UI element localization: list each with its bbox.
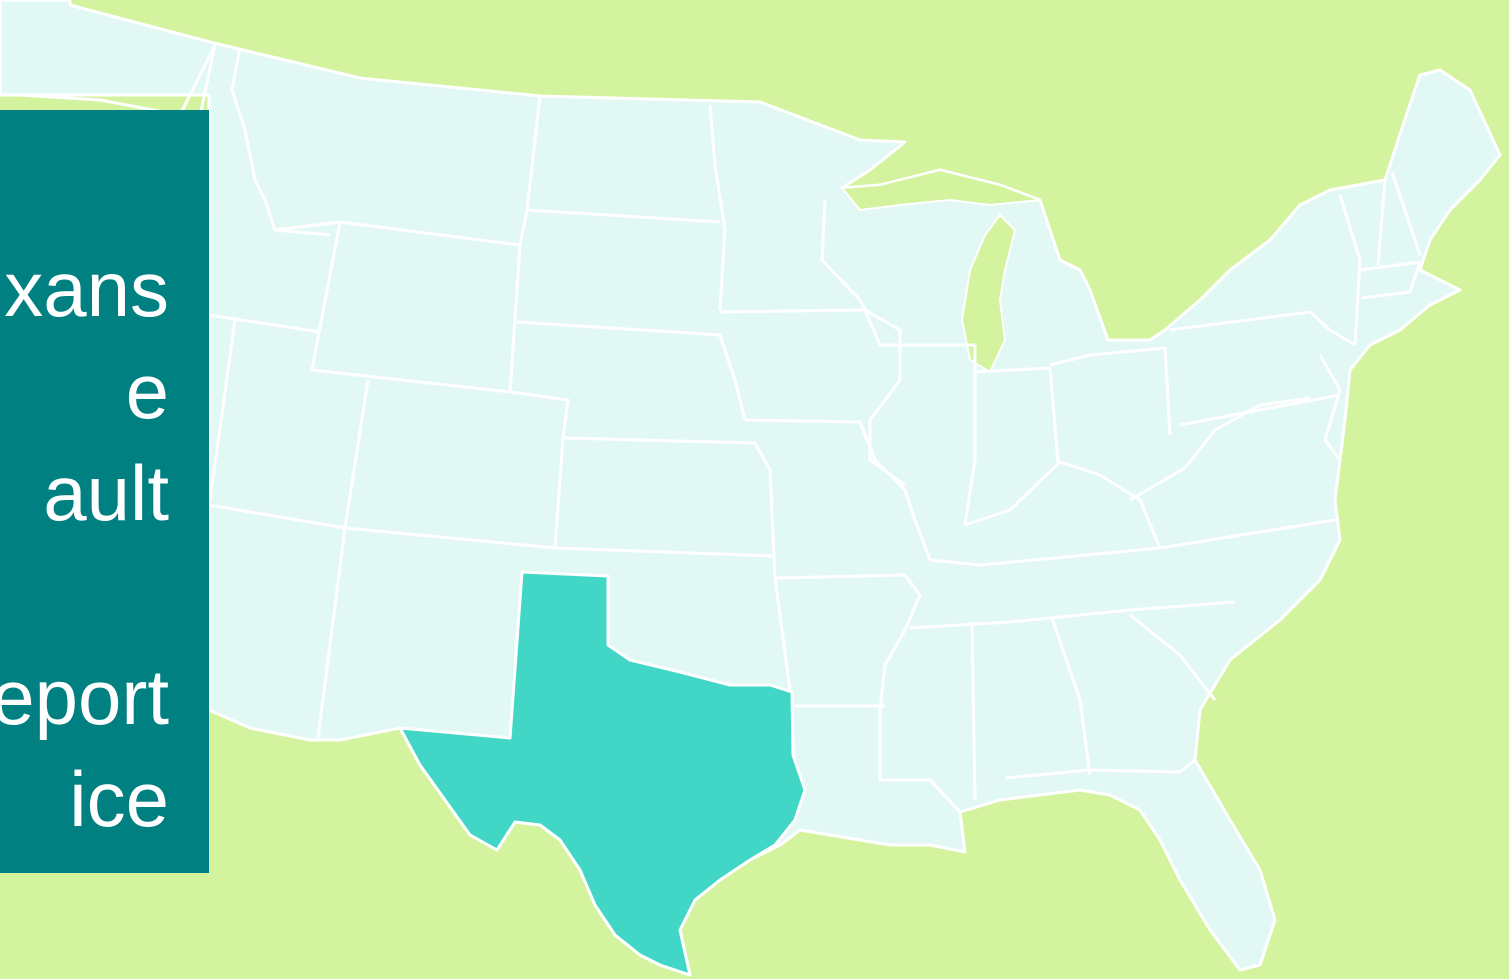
panel-line-6: ice — [69, 755, 169, 843]
panel-line-2: e — [125, 347, 169, 435]
info-panel: xans e ault eport ice — [0, 110, 209, 873]
panel-line-3: ault — [43, 449, 169, 537]
texas-state[interactable] — [398, 570, 807, 977]
panel-line-5: eport — [0, 653, 169, 741]
state-borders — [19, 44, 1422, 814]
panel-line-1: xans — [4, 245, 169, 333]
lake-superior — [840, 168, 1041, 212]
